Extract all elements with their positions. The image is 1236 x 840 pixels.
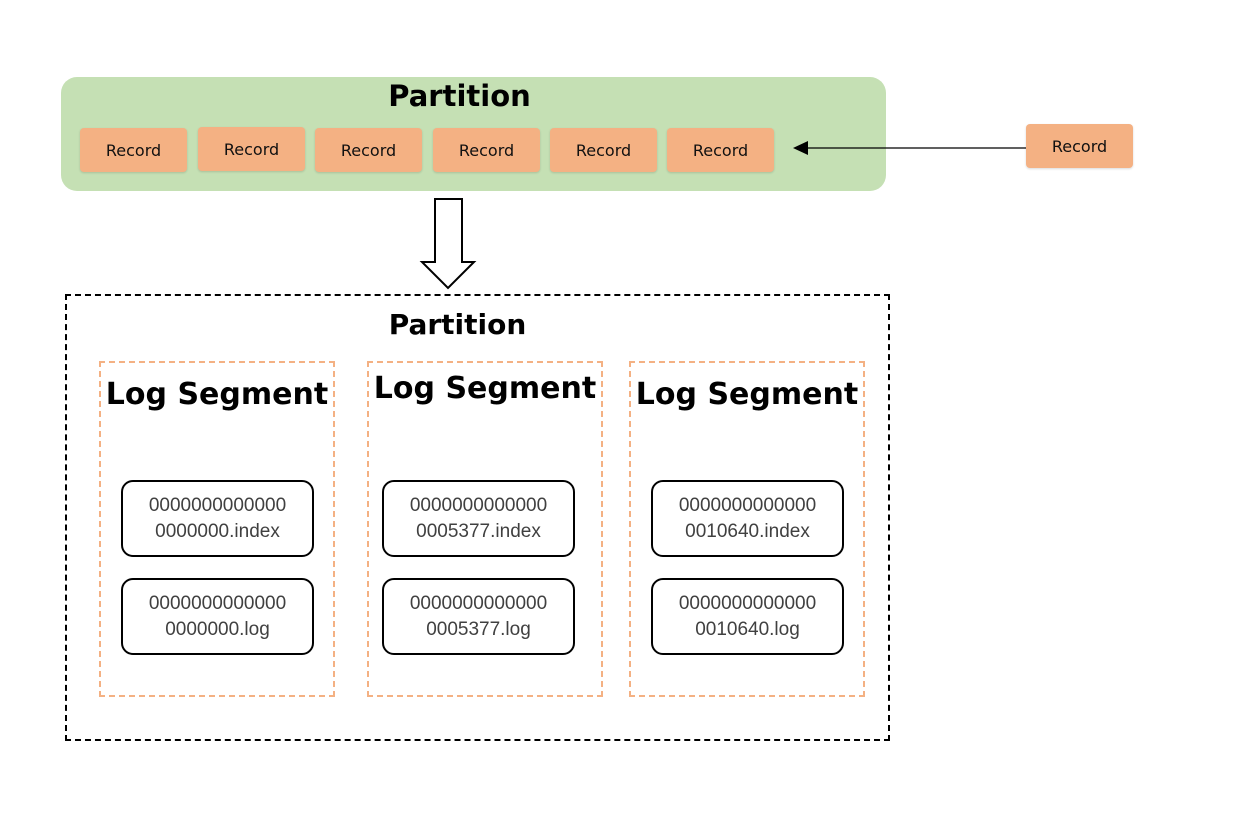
partition-container-top: Partition Record Record Record Record Re… (61, 77, 886, 191)
log-file-box: 0000000000000 0000000.log (121, 578, 314, 655)
file-name-line2: 0010640.log (695, 618, 800, 640)
log-segment-title: Log Segment (373, 371, 597, 406)
record-box-3: Record (315, 128, 422, 172)
file-name-line2: 0000000.log (165, 618, 270, 640)
index-file-box: 0000000000000 0005377.index (382, 480, 575, 557)
log-segment-1: Log Segment 0000000000000 0000000.index … (99, 361, 335, 697)
file-name-line1: 0000000000000 (678, 592, 817, 614)
record-box-5: Record (550, 128, 657, 172)
record-box-6: Record (667, 128, 774, 172)
file-name-line1: 0000000000000 (409, 494, 548, 516)
partition-title-top: Partition (388, 79, 531, 113)
partition-container-bottom: Partition Log Segment 0000000000000 0000… (65, 294, 890, 741)
append-arrow-head (793, 141, 808, 155)
index-file-box: 0000000000000 0000000.index (121, 480, 314, 557)
file-name-line1: 0000000000000 (148, 592, 287, 614)
record-box-1: Record (80, 128, 187, 172)
log-segment-2: Log Segment 0000000000000 0005377.index … (367, 361, 603, 697)
log-segment-title: Log Segment (105, 377, 329, 412)
log-file-box: 0000000000000 0010640.log (651, 578, 844, 655)
log-segment-3: Log Segment 0000000000000 0010640.index … (629, 361, 865, 697)
file-name-line2: 0005377.index (416, 520, 541, 542)
file-name-line1: 0000000000000 (678, 494, 817, 516)
record-box-4: Record (433, 128, 540, 172)
record-box-2: Record (198, 127, 305, 171)
index-file-box: 0000000000000 0010640.index (651, 480, 844, 557)
log-file-box: 0000000000000 0005377.log (382, 578, 575, 655)
incoming-record-box: Record (1026, 124, 1133, 168)
file-name-line2: 0000000.index (155, 520, 280, 542)
down-block-arrow (419, 198, 477, 290)
file-name-line1: 0000000000000 (409, 592, 548, 614)
file-name-line1: 0000000000000 (148, 494, 287, 516)
partition-title-bottom: Partition (388, 308, 527, 341)
log-segment-title: Log Segment (635, 377, 859, 412)
file-name-line2: 0010640.index (685, 520, 810, 542)
file-name-line2: 0005377.log (426, 618, 531, 640)
